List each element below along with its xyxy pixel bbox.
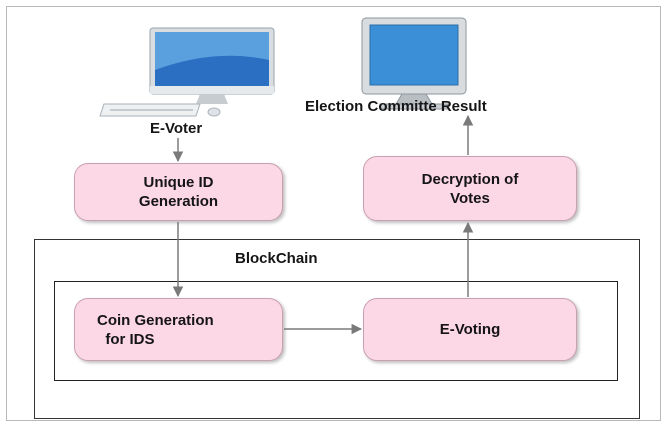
- unique-id-generation-node: Unique ID Generation: [74, 163, 283, 221]
- diagram-frame: [6, 6, 661, 421]
- node-label: Unique ID Generation: [138, 174, 219, 210]
- coin-generation-node: Coin Generation for IDS: [74, 298, 283, 361]
- decryption-of-votes-node: Decryption of Votes: [363, 156, 577, 221]
- e-voter-label: E-Voter: [150, 120, 203, 137]
- node-label: Decryption of Votes: [421, 170, 519, 207]
- crt-monitor-icon: [361, 17, 467, 110]
- node-label: Coin Generation for IDS: [97, 311, 214, 348]
- node-label: E-Voting: [439, 321, 501, 338]
- e-voting-node: E-Voting: [363, 298, 577, 361]
- blockchain-inner-box: [54, 281, 618, 381]
- election-result-label: Election Committe Result: [305, 98, 487, 115]
- imac-computer-icon: [99, 27, 275, 117]
- blockchain-label: BlockChain: [235, 250, 318, 267]
- blockchain-container: [34, 239, 640, 419]
